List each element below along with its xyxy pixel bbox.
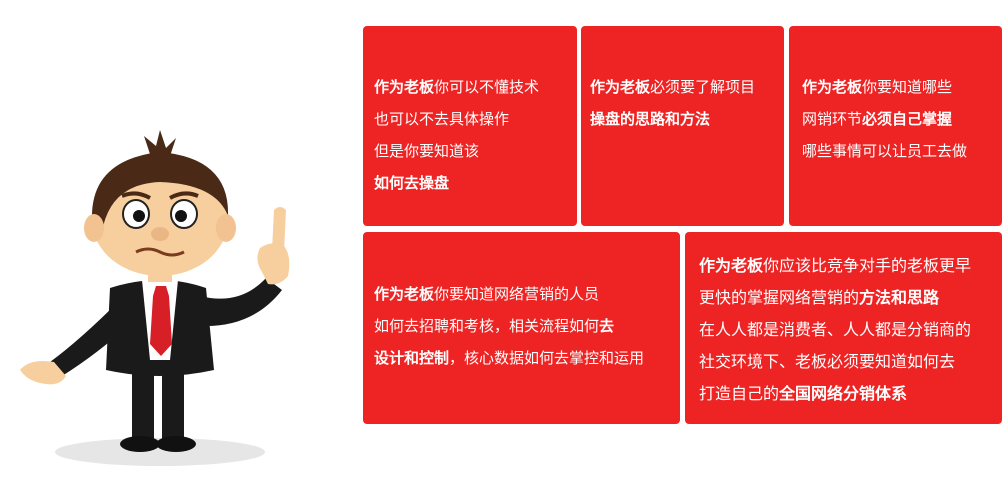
- left-pupil: [133, 210, 145, 222]
- emphasis-text: 作为老板: [699, 256, 764, 275]
- emphasis-text: 操盘的思路和方法: [590, 110, 711, 128]
- emphasis-text: 作为老板: [374, 285, 435, 303]
- body-text: 也可以不去具体操作: [374, 110, 510, 128]
- body-text: 必须要了解项目: [650, 78, 756, 96]
- body-text: ，核心数据如何去掌控和运用: [449, 349, 645, 367]
- left-hand: [20, 361, 66, 385]
- tie: [150, 286, 172, 356]
- emphasis-text: 作为老板: [590, 78, 651, 96]
- hair: [91, 152, 229, 232]
- body-text: 你应该比竞争对手的老板更早: [763, 256, 972, 275]
- right-hand: [257, 243, 290, 285]
- card-line: 如何去招聘和考核，相关流程如何去: [374, 310, 680, 342]
- emphasis-text: 必须自己掌握: [862, 110, 953, 128]
- card-line: 作为老板你要知道哪些: [802, 71, 1002, 103]
- emphasis-text: 作为老板: [802, 78, 863, 96]
- left-shoe: [120, 436, 160, 452]
- card-line: 社交环境下、老板必须要知道如何去: [699, 346, 1002, 378]
- body-text: 如何去招聘和考核，相关流程如何: [374, 317, 600, 335]
- pointing-finger: [272, 207, 286, 252]
- body-text: 网销环节: [802, 110, 863, 128]
- body-text: 社交环境下、老板必须要知道如何去: [699, 352, 956, 371]
- card-line: 打造自己的全国网络分销体系: [699, 378, 1002, 410]
- left-ear: [84, 214, 104, 242]
- emphasis-text: 作为老板: [374, 78, 435, 96]
- body-text: 打造自己的: [699, 384, 780, 403]
- emphasis-text: 设计和控制: [374, 349, 450, 367]
- right-eyebrow: [169, 191, 199, 200]
- card-line: 网销环节必须自己掌握: [802, 103, 1002, 135]
- mouth: [135, 247, 185, 257]
- body-text: 更快的掌握网络营销的: [699, 288, 860, 307]
- info-card-2: 作为老板必须要了解项目操盘的思路和方法: [581, 26, 784, 226]
- head: [92, 164, 228, 276]
- right-ear: [216, 214, 236, 242]
- body-text: 但是你要知道该: [374, 142, 480, 160]
- card-line: 在人人都是消费者、人人都是分销商的: [699, 314, 1002, 346]
- card-line: 作为老板你应该比竞争对手的老板更早: [699, 250, 1002, 282]
- businessman-illustration: [20, 130, 290, 466]
- left-leg: [132, 360, 154, 442]
- info-card-1: 作为老板你可以不懂技术也可以不去具体操作但是你要知道该如何去操盘: [363, 26, 577, 226]
- card-line: 作为老板你要知道网络营销的人员: [374, 278, 680, 310]
- hair-tuft: [144, 130, 176, 156]
- card-line: 也可以不去具体操作: [374, 103, 577, 135]
- card-line: 哪些事情可以让员工去做: [802, 135, 1002, 167]
- body-text: 你可以不懂技术: [434, 78, 540, 96]
- body-text: 你要知道网络营销的人员: [434, 285, 600, 303]
- left-eyebrow: [121, 191, 151, 200]
- right-shoe: [156, 436, 196, 452]
- info-card-3: 作为老板你要知道哪些网销环节必须自己掌握哪些事情可以让员工去做: [789, 26, 1002, 226]
- card-line: 作为老板必须要了解项目: [590, 71, 784, 103]
- nose: [151, 227, 169, 241]
- card-line: 但是你要知道该: [374, 135, 577, 167]
- card-line: 更快的掌握网络营销的方法和思路: [699, 282, 1002, 314]
- card-line: 如何去操盘: [374, 167, 577, 199]
- body-text: 哪些事情可以让员工去做: [802, 142, 968, 160]
- card-line: 作为老板你可以不懂技术: [374, 71, 577, 103]
- card-line: 操盘的思路和方法: [590, 103, 784, 135]
- info-card-5: 作为老板你应该比竞争对手的老板更早更快的掌握网络营销的方法和思路在人人都是消费者…: [685, 232, 1002, 424]
- emphasis-text: 去: [599, 317, 615, 335]
- body-text: 在人人都是消费者、人人都是分销商的: [699, 320, 972, 339]
- right-pupil: [175, 210, 187, 222]
- right-leg: [162, 360, 184, 442]
- body-text: 你要知道哪些: [862, 78, 953, 96]
- right-arm: [200, 278, 282, 326]
- ground-shadow: [55, 438, 265, 466]
- emphasis-text: 全国网络分销体系: [779, 384, 908, 403]
- emphasis-text: 如何去操盘: [374, 174, 450, 192]
- emphasis-text: 方法和思路: [859, 288, 940, 307]
- card-line: 设计和控制，核心数据如何去掌控和运用: [374, 342, 680, 374]
- info-card-4: 作为老板你要知道网络营销的人员如何去招聘和考核，相关流程如何去设计和控制，核心数…: [363, 232, 680, 424]
